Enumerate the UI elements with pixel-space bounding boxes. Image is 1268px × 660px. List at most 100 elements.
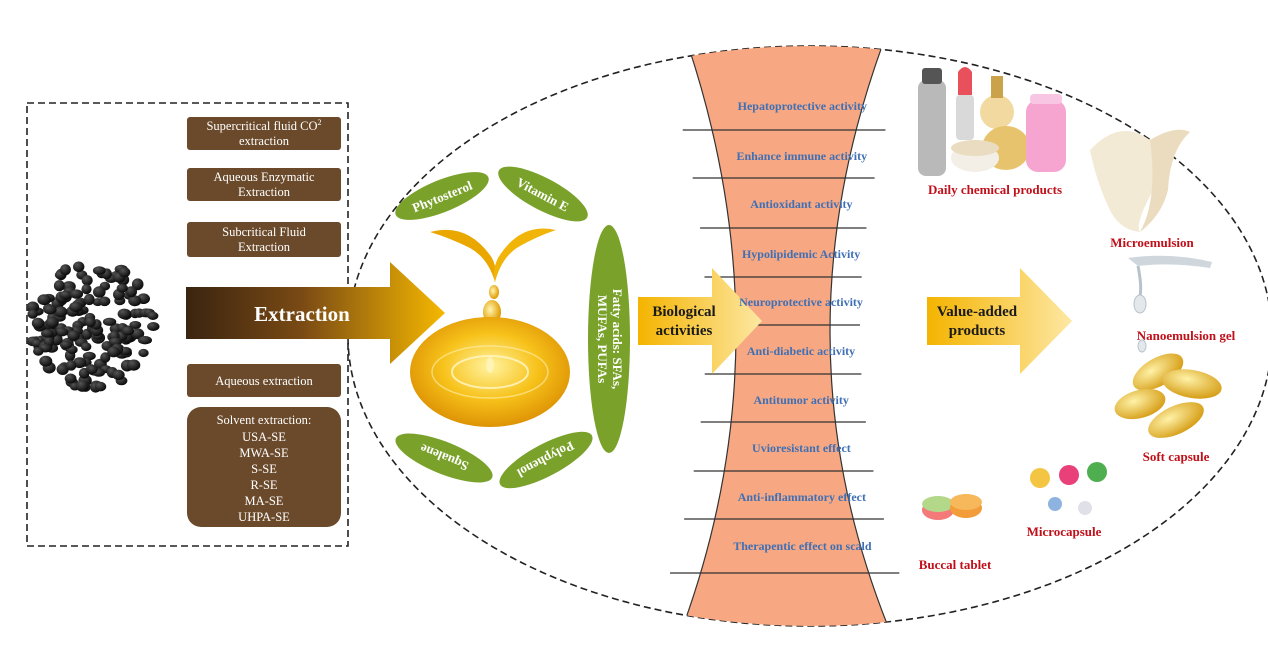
seed xyxy=(107,346,120,358)
method-box-subcritical: Subcritical Fluid Extraction xyxy=(187,222,341,257)
method-aqueous-label: Aqueous extraction xyxy=(215,374,313,388)
seed xyxy=(127,359,141,371)
method-box-solvent: Solvent extraction: USA-SE MWA-SE S-SE R… xyxy=(187,407,341,527)
seed xyxy=(100,352,111,363)
seed xyxy=(27,309,38,319)
daily-chemical-label: Daily chemical products xyxy=(928,182,1062,197)
solvent-item: S-SE xyxy=(251,462,277,476)
seed xyxy=(41,329,54,338)
method-subcritical-line1: Subcritical Fluid xyxy=(222,225,306,239)
seed xyxy=(147,311,159,320)
soft-capsule-image xyxy=(1114,353,1222,438)
method-supercritical-line2: extraction xyxy=(239,134,290,148)
method-supercritical-line1: Supercritical fluid CO xyxy=(206,119,317,133)
seed xyxy=(116,283,128,293)
seed xyxy=(43,305,57,315)
extraction-label: Extraction xyxy=(254,302,350,326)
activity-label: Hypolipidemic Activity xyxy=(742,247,860,261)
seed xyxy=(147,322,160,331)
seed xyxy=(39,355,53,367)
leaf-polyphenol: Polyphenol xyxy=(499,431,593,489)
seed xyxy=(112,369,125,381)
seed xyxy=(54,306,68,318)
method-subcritical-line2: Extraction xyxy=(238,240,291,254)
seed xyxy=(125,286,137,298)
solvent-item: USA-SE xyxy=(242,430,286,444)
seed xyxy=(59,340,73,349)
seed xyxy=(56,363,69,375)
activity-label: Antioxidant activity xyxy=(750,197,852,211)
activity-label: Uvioresistant effect xyxy=(752,441,851,455)
leaf-squalene: Squalene xyxy=(395,433,493,483)
solvent-item: MWA-SE xyxy=(239,446,289,460)
method-aqueous-enzymatic-line2: Extraction xyxy=(238,185,291,199)
seed xyxy=(98,296,111,307)
leaf-fatty-acids: Fatty acids: SFAs, MUFAs, PUFAs xyxy=(588,225,630,453)
seed xyxy=(82,351,96,361)
fatty-acids-label-line1: Fatty acids: SFAs, xyxy=(610,289,625,390)
biological-label-line1: Biological xyxy=(652,304,715,320)
nanoemulsion-gel-label: Nanoemulsion gel xyxy=(1137,328,1236,343)
black-seeds-image xyxy=(26,261,160,393)
seed xyxy=(138,348,149,358)
seed xyxy=(118,267,131,278)
seed xyxy=(85,316,96,328)
oil-illustration xyxy=(410,228,570,427)
microcapsule-label: Microcapsule xyxy=(1027,524,1102,539)
seed xyxy=(26,301,40,313)
seed xyxy=(117,308,132,320)
seed xyxy=(37,294,51,306)
svg-text:Supercritical fluid CO2: Supercritical fluid CO2 xyxy=(206,118,321,133)
seed xyxy=(81,275,93,286)
method-supercritical-sup: 2 xyxy=(318,118,322,127)
seed xyxy=(60,264,71,276)
seed xyxy=(84,293,95,306)
seed xyxy=(81,284,92,295)
seed xyxy=(45,317,59,328)
seed xyxy=(59,290,73,300)
seed xyxy=(128,295,142,307)
method-aqueous-enzymatic-line1: Aqueous Enzymatic xyxy=(213,170,314,184)
seed xyxy=(53,280,65,292)
leaf-phytosterol: Phytosterol xyxy=(395,172,489,220)
activity-label: Anti-diabetic activity xyxy=(747,344,855,358)
buccal-tablet-image xyxy=(922,494,982,520)
extraction-arrow: Extraction xyxy=(186,262,445,364)
microcapsule-image xyxy=(1030,462,1107,515)
activity-label: Enhance immune activity xyxy=(736,149,867,163)
seed xyxy=(76,380,89,392)
activity-label: Anti-inflammatory effect xyxy=(738,490,866,504)
seed xyxy=(129,321,142,329)
seed xyxy=(55,327,69,337)
seed xyxy=(93,286,106,298)
solvent-title: Solvent extraction: xyxy=(217,413,312,427)
seed xyxy=(131,278,144,291)
seed xyxy=(69,289,84,299)
activity-label: Antitumor activity xyxy=(753,393,848,407)
seed xyxy=(73,261,85,273)
seed xyxy=(121,326,135,336)
buccal-tablet-label: Buccal tablet xyxy=(919,557,992,572)
activity-separators xyxy=(670,129,900,574)
microemulsion-image xyxy=(1090,129,1190,232)
seed xyxy=(64,373,77,384)
soft-capsule-label: Soft capsule xyxy=(1143,449,1210,464)
microemulsion-label: Microemulsion xyxy=(1110,235,1194,250)
value-added-label-line2: products xyxy=(949,323,1006,339)
seed xyxy=(138,336,152,345)
method-box-aqueous-enzymatic: Aqueous Enzymatic Extraction xyxy=(187,168,341,201)
solvent-item: MA-SE xyxy=(245,494,284,508)
extraction-methods-top: Supercritical fluid CO2 extraction Aqueo… xyxy=(187,117,341,257)
solvent-item: R-SE xyxy=(250,478,277,492)
nanoemulsion-gel-image xyxy=(1128,255,1212,353)
activity-label: Hepatoprotective activity xyxy=(738,99,867,113)
seed xyxy=(33,346,44,356)
seed xyxy=(67,330,80,341)
method-box-supercritical: Supercritical fluid CO2 extraction xyxy=(187,117,341,150)
biological-activities-arrow: Biological activities xyxy=(638,268,762,374)
seed xyxy=(131,328,145,340)
seed xyxy=(31,317,45,329)
seed xyxy=(87,365,98,374)
